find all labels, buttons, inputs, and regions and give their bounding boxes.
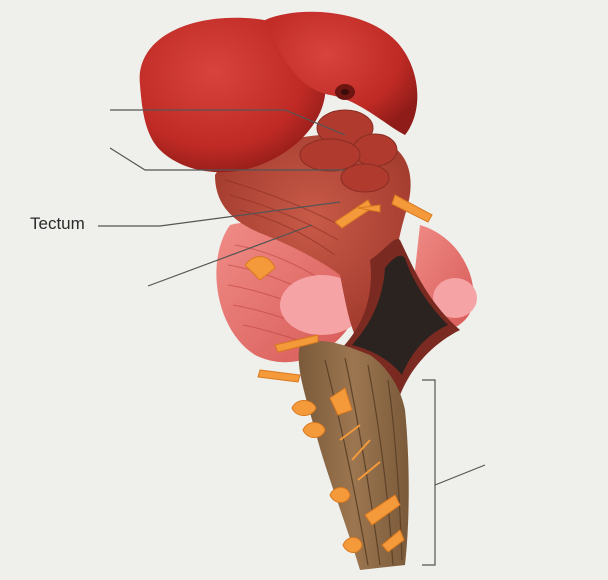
leader-line-2 xyxy=(109,147,345,171)
tectum-label: Tectum xyxy=(30,214,85,233)
midbrain xyxy=(215,109,411,345)
cranial-nerves xyxy=(244,194,433,553)
leader-line-tectum xyxy=(98,201,341,227)
leader-line-4 xyxy=(147,224,313,287)
leader-lines xyxy=(98,109,486,566)
cerebrum xyxy=(139,11,418,173)
medulla-bracket xyxy=(422,379,436,566)
leader-line-1 xyxy=(110,109,346,136)
leader-line-medulla xyxy=(434,464,486,486)
